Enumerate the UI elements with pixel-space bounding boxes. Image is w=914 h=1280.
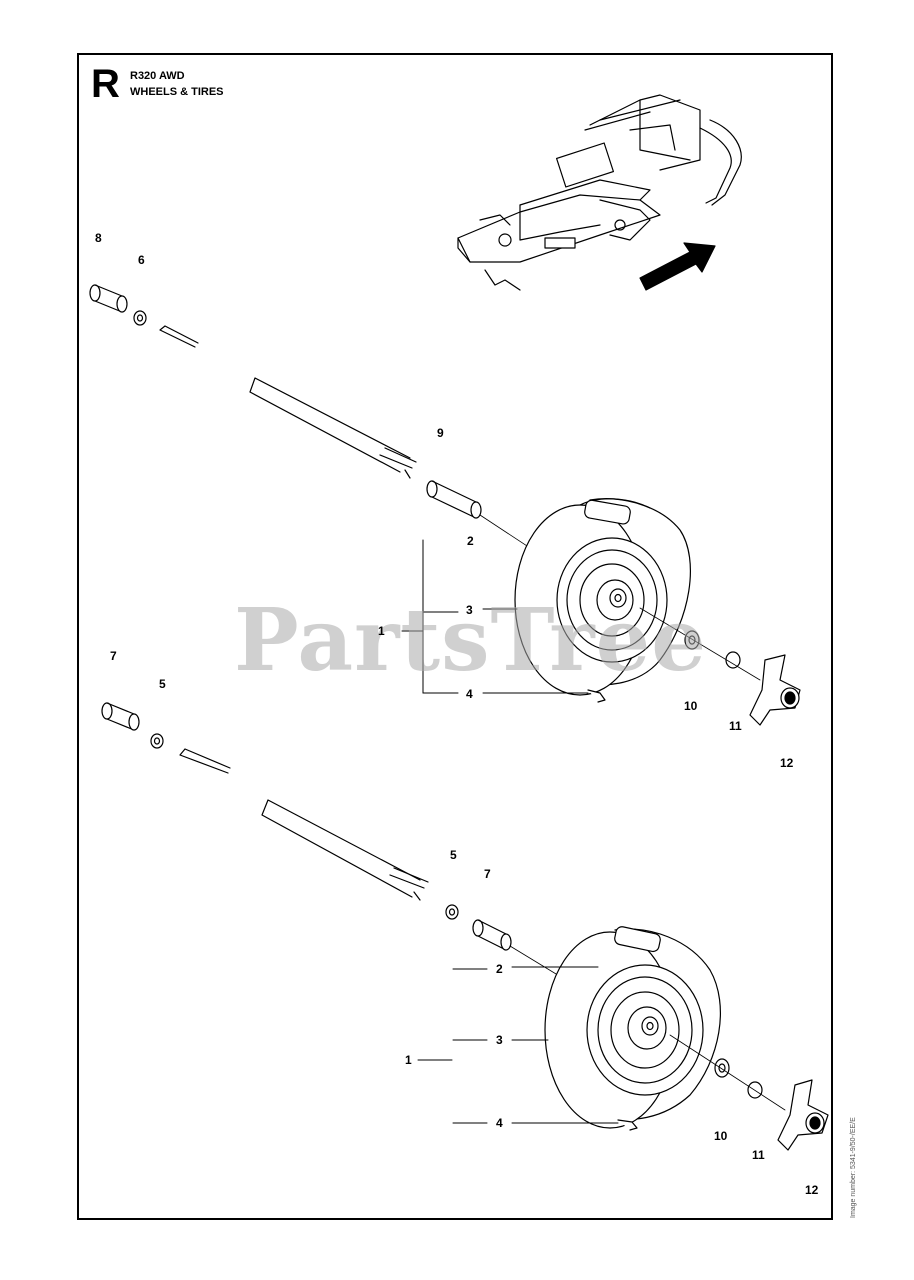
callout-9: 9 [437,426,444,440]
upper-valve-stem [587,689,606,703]
callout-11: 11 [729,719,742,733]
callout-6: 6 [138,253,145,267]
upper-hub-cap-12 [749,654,801,726]
callout-7: 7 [110,649,117,663]
upper-shaft-end [159,325,199,348]
callout-3: 3 [496,1033,503,1047]
upper-washer-10 [684,630,700,650]
lower-bushing-7b [472,919,512,951]
model-label: R320 AWD [130,70,185,82]
diagram-frame [77,53,833,1220]
upper-axle-shaft [249,377,411,473]
lower-washer-5b [445,904,459,920]
section-title: WHEELS & TIRES [130,86,224,98]
callout-1: 1 [405,1053,412,1067]
lower-wheel-tire [544,926,721,1129]
lower-axle-shaft [261,799,421,898]
callout-8: 8 [95,231,102,245]
lower-leader-lines [417,966,619,1124]
callout-4: 4 [496,1116,503,1130]
callout-2: 2 [496,962,503,976]
upper-bushing-9 [426,480,482,519]
callout-7: 7 [484,867,491,881]
callout-10: 10 [714,1129,728,1143]
callout-11: 11 [752,1148,765,1162]
upper-wheel-tire [514,498,691,696]
upper-clip-11 [725,651,741,669]
lower-hub-cap-12 [777,1079,829,1151]
callout-1: 1 [378,624,385,638]
callout-5: 5 [450,848,457,862]
image-number-code: Image number: 5341-9/50-/EE/E [850,1117,857,1218]
lower-valve-stem [617,1119,638,1131]
tractor-chassis-overview [457,94,742,291]
callout-5: 5 [159,677,166,691]
callout-2: 2 [467,534,474,548]
watermark: PartsTree [234,590,708,691]
upper-washer-6 [133,310,147,326]
callout-3: 3 [466,603,473,617]
lower-washer-10 [714,1058,730,1078]
callout-4: 4 [466,687,473,701]
callout-10: 10 [684,699,698,713]
callout-12: 12 [780,756,794,770]
lower-washer-5a [150,733,164,749]
upper-bushing-8 [89,284,128,313]
lower-bushing-7a [101,702,140,731]
lower-shaft-end [179,748,231,774]
upper-callout-bracket [401,539,589,694]
section-letter: R [91,62,120,106]
direction-arrow [639,242,716,291]
callout-12: 12 [805,1183,819,1197]
